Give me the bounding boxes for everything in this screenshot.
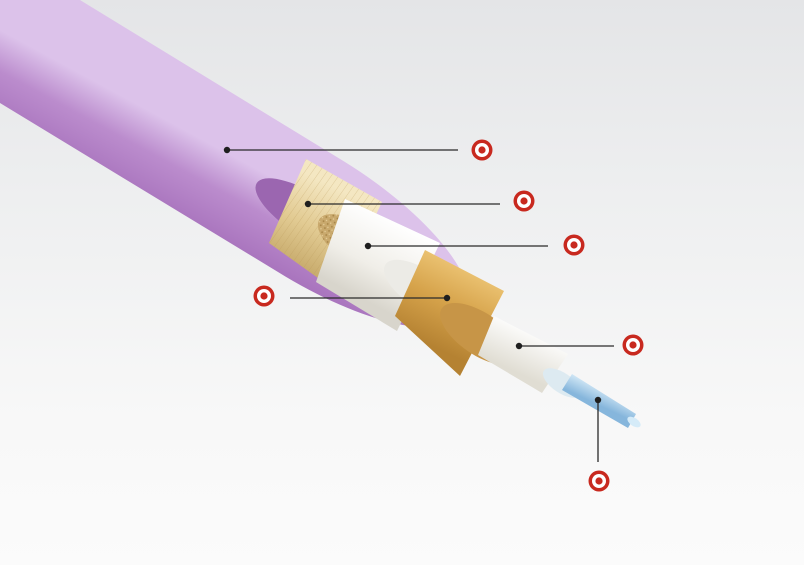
hotspot-aramid-layer[interactable] xyxy=(252,284,276,308)
leader-dots xyxy=(223,146,602,404)
fiber-tip xyxy=(627,416,641,428)
target-hotspot-icon xyxy=(513,190,535,212)
target-hotspot-icon xyxy=(622,334,644,356)
target-hotspot-icon xyxy=(253,285,275,307)
hotspot-inner-buffer[interactable] xyxy=(562,233,586,257)
target-hotspot-icon xyxy=(563,234,585,256)
target-hotspot-icon xyxy=(471,139,493,161)
hotspot-fiber-coating[interactable] xyxy=(621,333,645,357)
hotspot-glass-fiber[interactable] xyxy=(587,469,611,493)
leader-lines xyxy=(227,149,614,462)
target-hotspot-icon xyxy=(588,470,610,492)
hotspot-outer-jacket[interactable] xyxy=(470,138,494,162)
hotspot-yarn-braid[interactable] xyxy=(512,189,536,213)
